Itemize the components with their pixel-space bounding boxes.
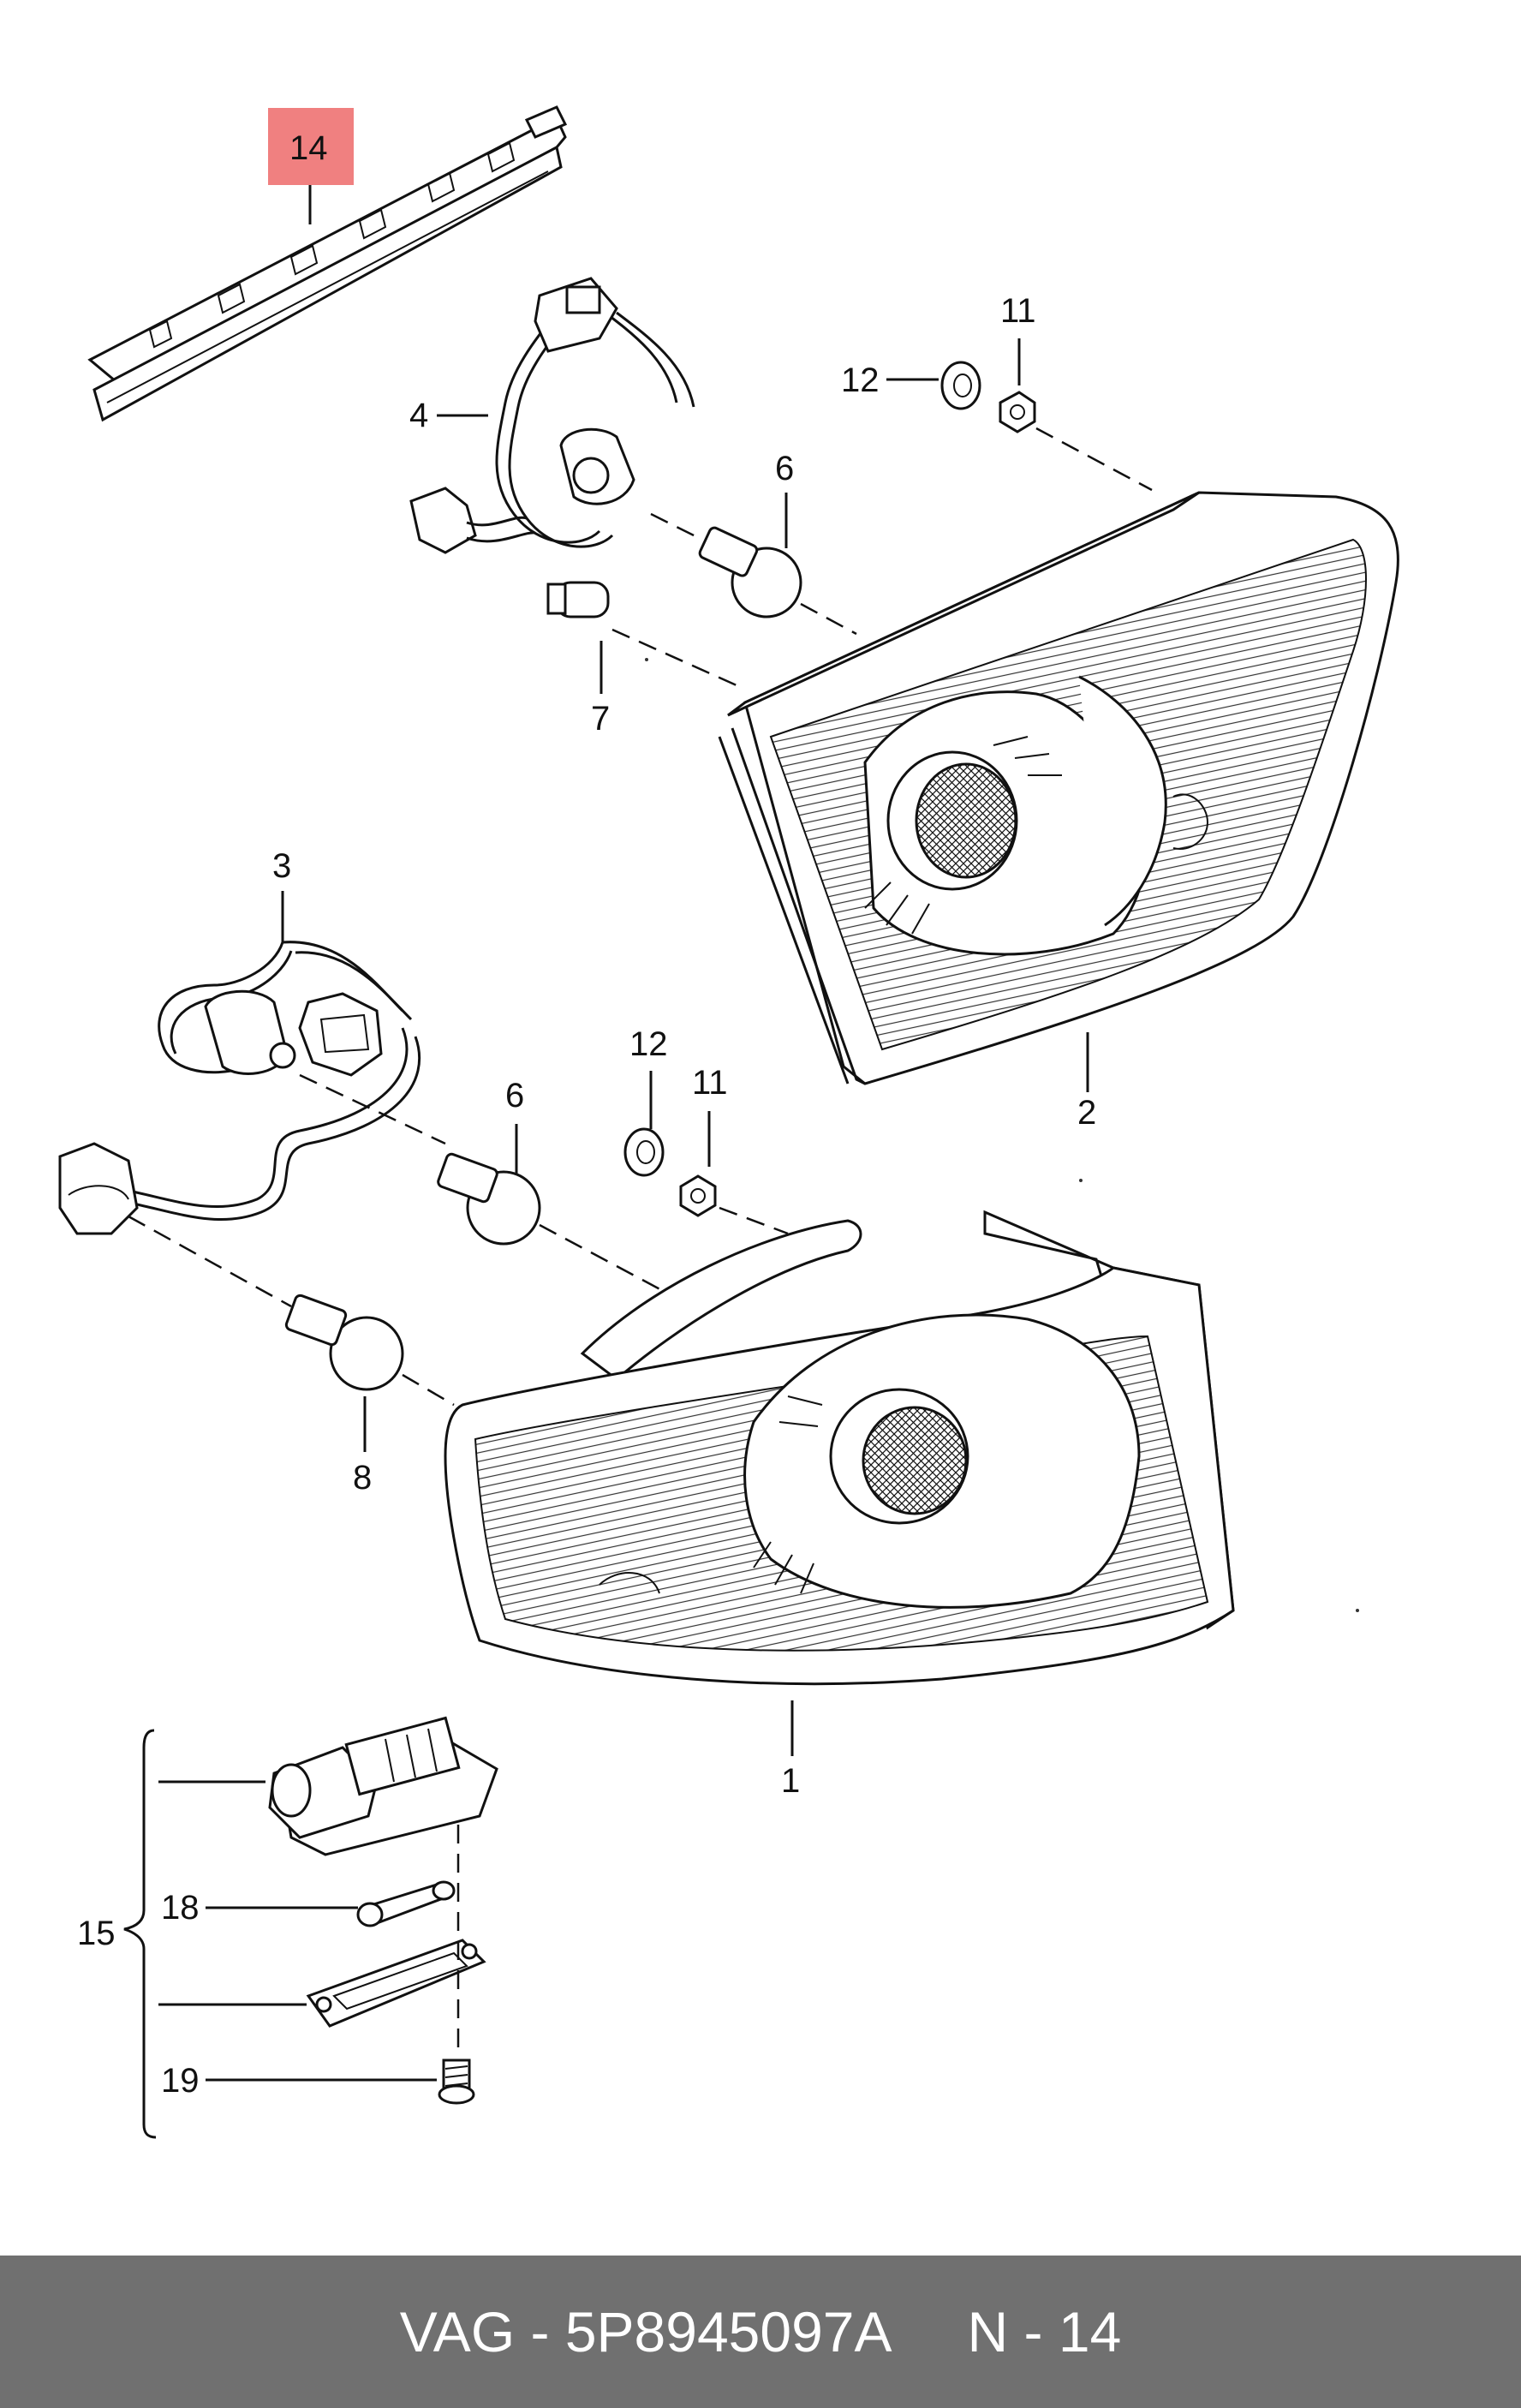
callout-8: 8 (353, 1459, 372, 1497)
callout-7: 7 (591, 700, 610, 738)
lens-cover[interactable] (306, 1939, 486, 2028)
wiring-harness-lower[interactable] (58, 941, 421, 1235)
callout-4: 4 (409, 397, 428, 434)
callout-14-highlight (268, 108, 354, 185)
callout-3: 3 (272, 847, 291, 885)
callout-11-upper: 11 (1000, 292, 1036, 330)
callout-19: 19 (161, 2062, 200, 2100)
callout-1: 1 (781, 1762, 800, 1800)
callout-6-upper: 6 (775, 450, 794, 487)
bulb-8[interactable] (284, 1294, 404, 1391)
callout-12-lower: 12 (629, 1025, 668, 1063)
festoon-bulb[interactable] (356, 1880, 456, 1927)
callout-12-upper: 12 (841, 361, 880, 399)
wedge-bulb[interactable] (546, 581, 610, 618)
washer-lower[interactable] (623, 1127, 665, 1177)
callout-18: 18 (161, 1889, 200, 1927)
screw[interactable] (438, 2058, 475, 2105)
bulb-lower[interactable] (437, 1152, 541, 1246)
washer-upper[interactable] (940, 361, 981, 410)
license-light-housing[interactable] (268, 1716, 498, 1856)
callout-11-lower: 11 (692, 1064, 728, 1102)
nut-lower[interactable] (679, 1174, 717, 1217)
tail-lamp-outer[interactable] (444, 1210, 1235, 1686)
license-plate-light-group (123, 1729, 157, 2139)
callout-2: 2 (1077, 1094, 1096, 1132)
bulb-upper[interactable] (698, 526, 802, 618)
tail-lamp-inner[interactable] (718, 491, 1399, 1085)
callout-14: 14 (289, 129, 328, 167)
callout-15: 15 (77, 1915, 116, 1952)
part-number-text: VAG - 5P8945097A N - 14 (399, 2300, 1122, 2363)
wiring-harness-upper[interactable] (409, 277, 695, 554)
nut-upper[interactable] (999, 391, 1036, 433)
part-number-footer: VAG - 5P8945097A N - 14 (0, 2256, 1521, 2408)
parts-exploded-diagram: 14 4 6 7 12 11 (58, 105, 1399, 2139)
callout-6-lower: 6 (505, 1077, 524, 1114)
third-brake-light[interactable] (87, 105, 568, 422)
